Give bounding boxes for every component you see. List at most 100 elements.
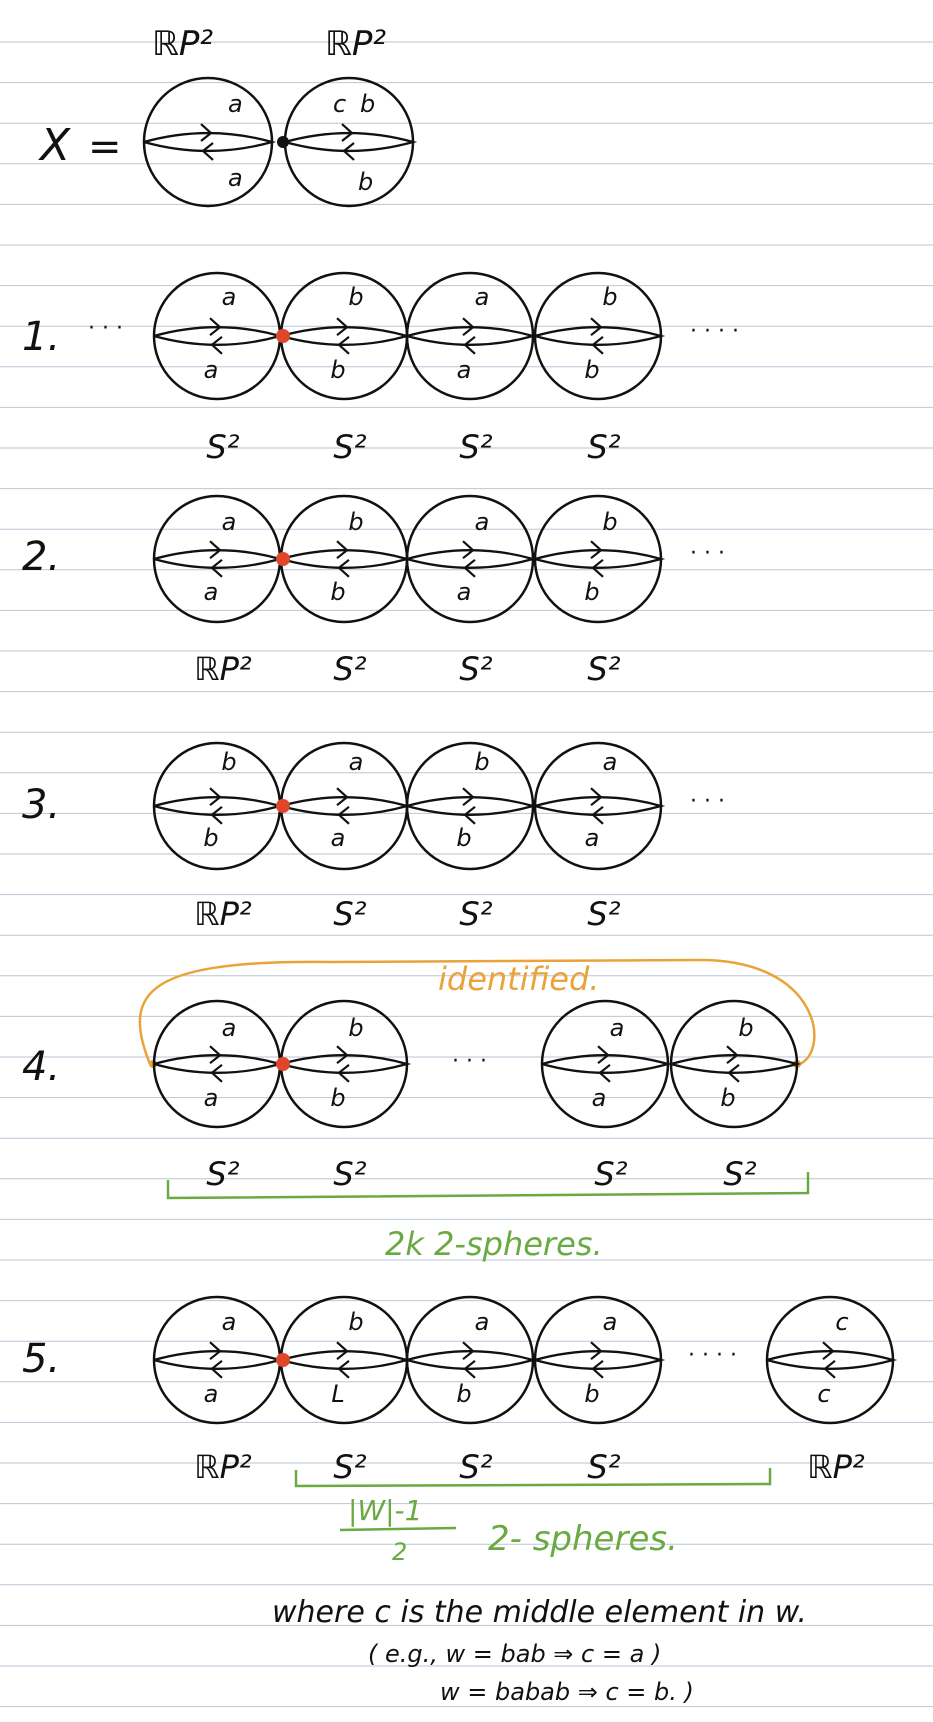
- arrow-left-icon: [591, 558, 604, 578]
- edge-label-bottom: b: [456, 824, 471, 852]
- space-label: S²: [459, 428, 492, 466]
- arrow-right-icon: [590, 787, 603, 807]
- edge-label-top: a: [603, 748, 618, 776]
- edge-label-bottom: a: [592, 1084, 607, 1112]
- space-label: S²: [587, 650, 620, 688]
- lens-edges: [406, 326, 538, 346]
- arrow-left-icon: [463, 805, 476, 825]
- space-label: S²: [333, 650, 366, 688]
- arrow-left-icon: [337, 805, 350, 825]
- edge-label-bottom: a: [331, 824, 346, 852]
- edge-label-top: b: [221, 748, 236, 776]
- arrow-right-icon: [590, 1341, 603, 1361]
- sphere: [765, 1295, 898, 1425]
- sphere: [540, 999, 673, 1129]
- sphere: [405, 494, 538, 624]
- edge-label-bottom: b: [330, 356, 345, 384]
- arrow-right-icon: [209, 540, 222, 560]
- space-label: S²: [594, 1155, 627, 1193]
- edge-label-top: a: [603, 1308, 618, 1336]
- lens-edges: [534, 549, 666, 569]
- edge-label-bottom: b: [584, 356, 599, 384]
- footnote: where c is the middle element in w. ( e.…: [272, 1595, 807, 1706]
- space-label: ℝP²: [194, 1448, 252, 1486]
- arrow-left-icon: [201, 142, 214, 161]
- note-line: where c is the middle element in w.: [272, 1595, 807, 1630]
- basepoint-dot: [276, 329, 290, 343]
- arrow-left-icon: [598, 1063, 611, 1083]
- space-label: S²: [206, 1155, 239, 1193]
- space-label: S²: [459, 1448, 492, 1486]
- sphere-right: [283, 76, 418, 208]
- basepoint-dot: [276, 1057, 290, 1071]
- arrow-right-icon: [209, 1341, 222, 1361]
- green-brace: [294, 1468, 772, 1488]
- arrow-left-icon: [210, 1063, 223, 1083]
- edge-label-bottom: b: [584, 1380, 599, 1408]
- arrow-left-icon: [591, 805, 604, 825]
- edge-label-bottom: b: [456, 1380, 471, 1408]
- arrow-left-icon: [210, 1359, 223, 1379]
- basepoint-dot: [276, 799, 290, 813]
- arrow-left-icon: [591, 335, 604, 355]
- equals-sign: =: [88, 124, 122, 170]
- arrow-right-icon: [590, 317, 603, 337]
- lens-edges: [143, 131, 277, 153]
- arrow-right-icon: [462, 787, 475, 807]
- edge-label-top: b: [348, 1014, 363, 1042]
- sphere: [405, 741, 538, 871]
- arrow-right-icon: [822, 1341, 835, 1361]
- arrow-right-icon: [462, 317, 475, 337]
- arrow-right-icon: [336, 1341, 349, 1361]
- lens-edges: [284, 131, 418, 153]
- arrow-left-icon: [463, 335, 476, 355]
- edge-label-top: b: [348, 508, 363, 536]
- arrow-left-icon: [337, 1063, 350, 1083]
- lens-edges: [541, 1054, 673, 1074]
- lens-edges: [534, 796, 666, 816]
- leading-ellipsis: · · ·: [88, 316, 123, 341]
- fraction-denominator: 2: [392, 1538, 407, 1566]
- edge-label-bottom: a: [457, 578, 472, 606]
- space-label: S²: [333, 1155, 366, 1193]
- arrow-left-icon: [210, 558, 223, 578]
- arrow-left-icon: [823, 1359, 836, 1379]
- space-label: S²: [459, 895, 492, 933]
- arrow-right-icon: [200, 123, 213, 142]
- fraction-numerator: |W|-1: [348, 1494, 422, 1527]
- arrow-right-icon: [341, 123, 354, 142]
- arrow-right-icon: [462, 540, 475, 560]
- edge-label-top: a: [610, 1014, 625, 1042]
- arrow-right-icon: [336, 317, 349, 337]
- top-diagram: X = ℝP² ℝP² a a b c b: [38, 24, 418, 208]
- edge-label-bottom: L: [331, 1380, 344, 1408]
- sphere: [533, 1295, 666, 1425]
- edge-label: b: [360, 90, 375, 118]
- space-label: S²: [723, 1155, 756, 1193]
- lens-edges: [534, 326, 666, 346]
- edge-label-bottom: b: [584, 578, 599, 606]
- edge-label-bottom: a: [585, 824, 600, 852]
- arrow-right-icon: [209, 787, 222, 807]
- lens-edges: [280, 1054, 412, 1074]
- edge-label-top: b: [474, 748, 489, 776]
- arrow-right-icon: [209, 317, 222, 337]
- arrow-right-icon: [336, 1045, 349, 1065]
- arrow-right-icon: [462, 1341, 475, 1361]
- row-number: 3.: [22, 782, 60, 828]
- edge-label: a: [228, 164, 243, 192]
- space-label: S²: [587, 1448, 620, 1486]
- edge-label-top: a: [222, 1308, 237, 1336]
- sphere: [533, 494, 666, 624]
- arrow-left-icon: [463, 1359, 476, 1379]
- brace-label: 2k 2-spheres.: [385, 1225, 603, 1263]
- edge-label-top: b: [602, 508, 617, 536]
- arrow-left-icon: [463, 558, 476, 578]
- edge-label-bottom: b: [330, 1084, 345, 1112]
- edge-label-top: a: [475, 1308, 490, 1336]
